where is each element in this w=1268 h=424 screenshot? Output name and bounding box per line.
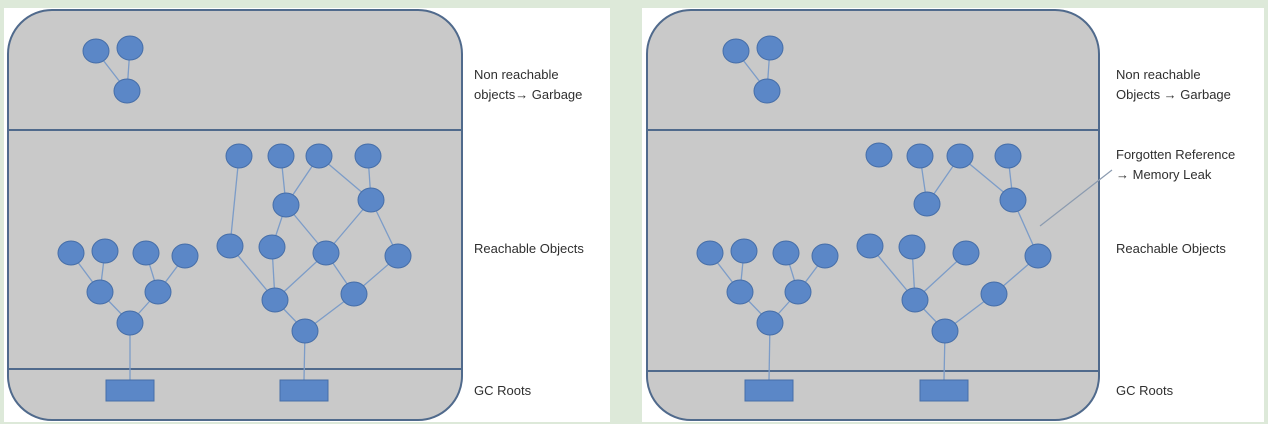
left-object-node-a1 [57,240,85,266]
left-object-node-a4 [171,243,199,269]
left-object-node-b12 [340,281,368,307]
left-object-node-b10 [384,243,412,269]
left-object-node-a6 [144,279,172,305]
left-object-node-b5 [272,192,300,218]
left-object-node-b1 [225,143,253,169]
left-garbage-label-line1: Non reachable [474,67,559,82]
right-object-node-a1 [696,240,724,266]
right-object-node-a4 [811,243,839,269]
left-gc-roots [105,379,329,402]
right-object-node-a5 [726,279,754,305]
left-gc-root-2 [279,379,329,402]
right-object-node-a2 [730,238,758,264]
right-object-node-a7 [756,310,784,336]
left-object-node-g2 [116,35,144,61]
right-object-node-c12 [980,281,1008,307]
left-object-node-b11 [261,287,289,313]
right-object-node-c10 [1024,243,1052,269]
left-object-node-a5 [86,279,114,305]
right-object-node-c6 [999,187,1027,213]
right-object-node-c1 [865,142,893,168]
right-object-node-c11 [901,287,929,313]
right-object-node-c7 [856,233,884,259]
left-heap-container [7,9,463,421]
left-garbage-label-line2: objects→ Garbage [474,87,582,102]
left-object-node-a2 [91,238,119,264]
left-object-node-b8 [258,234,286,260]
right-object-node-c8 [898,234,926,260]
right-object-node-a6 [784,279,812,305]
right-reachable-label: Reachable Objects [1116,241,1226,256]
left-object-nodes [57,35,412,344]
right-roots-label: GC Roots [1116,383,1174,398]
right-object-node-c2 [906,143,934,169]
left-object-node-b6 [357,187,385,213]
right-gc-root-1 [744,379,794,402]
left-object-node-b2 [267,143,295,169]
right-garbage-label: Non reachable Objects → Garbage [1116,67,1231,102]
right-object-node-g1 [722,38,750,64]
right-garbage-label-line1: Non reachable [1116,67,1201,82]
left-object-node-b7 [216,233,244,259]
right-gc-root-2 [919,379,969,402]
right-panel: Non reachable Objects → Garbage Forgotte… [642,8,1264,422]
left-edge [229,155,240,247]
right-gc-roots [744,379,969,402]
left-object-node-g3 [113,78,141,104]
right-leak-label-line2: → Memory Leak [1116,167,1212,182]
left-object-node-b4 [354,143,382,169]
right-object-node-c9 [952,240,980,266]
right-object-node-g2 [756,35,784,61]
leak-annotation-arrow [1039,169,1113,227]
right-leak-label: Forgotten Reference → Memory Leak [1116,147,1239,182]
right-object-node-c13 [931,318,959,344]
right-object-node-c5 [913,191,941,217]
left-panel: Non reachable objects→ Garbage Reachable… [4,8,610,422]
left-gc-root-1 [105,379,155,402]
left-object-node-a3 [132,240,160,266]
right-object-nodes [696,35,1052,344]
left-roots-label: GC Roots [474,383,532,398]
left-garbage-label: Non reachable objects→ Garbage [474,67,582,102]
left-object-node-a7 [116,310,144,336]
right-object-node-c4 [994,143,1022,169]
left-object-node-b9 [312,240,340,266]
left-object-node-g1 [82,38,110,64]
right-garbage-label-line2: Objects → Garbage [1116,87,1231,102]
left-object-node-b3 [305,143,333,169]
right-object-node-a3 [772,240,800,266]
left-reachable-label: Reachable Objects [474,241,584,256]
right-heap-container [646,9,1100,421]
right-object-node-g3 [753,78,781,104]
left-object-node-b13 [291,318,319,344]
right-leak-label-line1: Forgotten Reference [1116,147,1235,162]
right-object-node-c3 [946,143,974,169]
